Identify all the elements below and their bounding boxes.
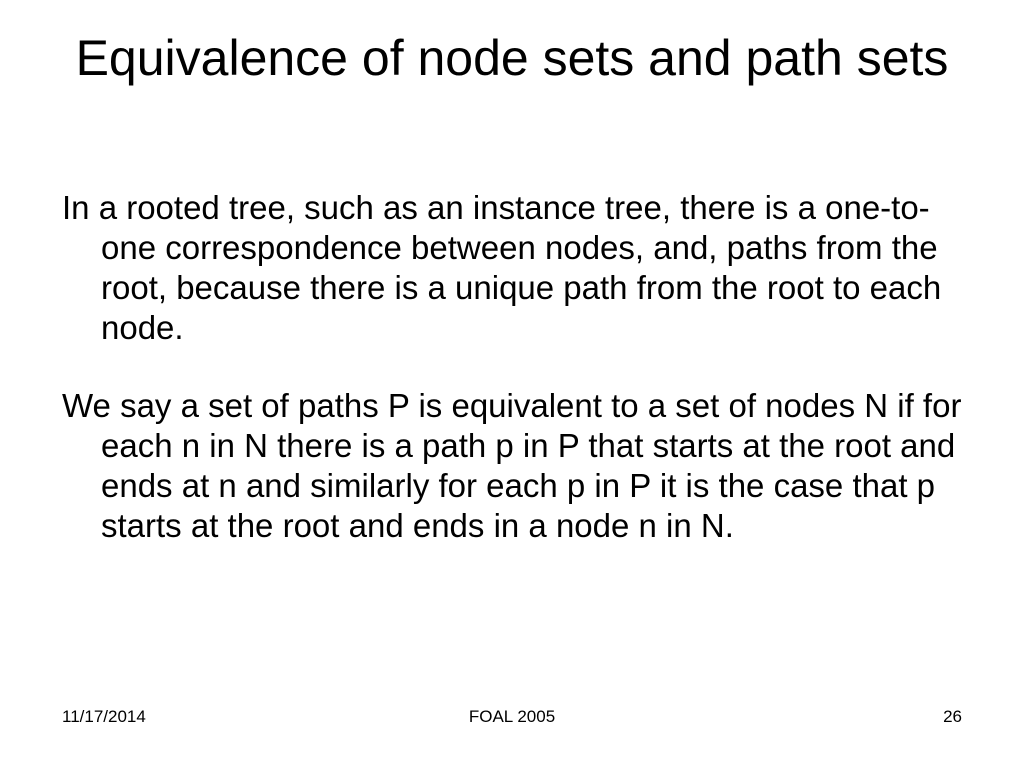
slide-title: Equivalence of node sets and path sets — [75, 30, 949, 86]
footer-page-number: 26 — [943, 707, 962, 726]
footer-title: FOAL 2005 — [468, 707, 556, 726]
paragraph-rooted-tree: In a rooted tree, such as an instance tr… — [62, 189, 942, 346]
footer-date: 11/17/2014 — [62, 707, 146, 726]
slide-body: In a rooted tree, such as an instance tr… — [62, 188, 962, 546]
paragraph-equivalence-definition: We say a set of paths P is equivalent to… — [62, 387, 962, 544]
